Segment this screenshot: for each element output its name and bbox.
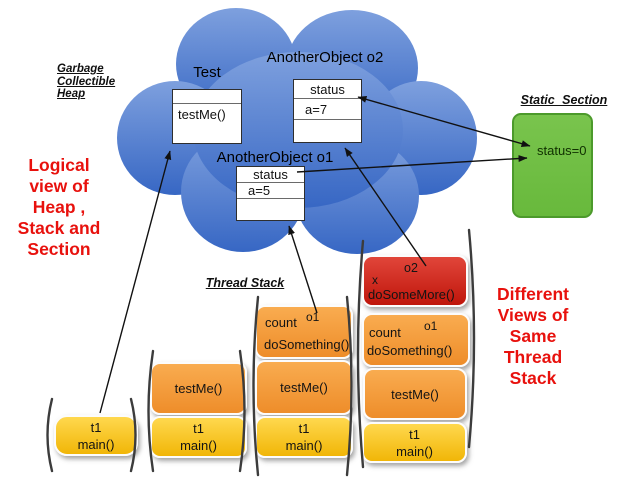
garbage-heap-label-line1: Garbage: [57, 63, 104, 75]
thread-stack-label: Thread Stack: [205, 276, 285, 290]
stack2-main-method: main(): [180, 438, 217, 453]
stack3-dosomething-method: doSomething(): [264, 337, 350, 352]
stack3-o1-ref: o1: [306, 310, 320, 324]
arrow-o2ref-to-o2object: [344, 147, 427, 267]
stack4-main-method: main(): [396, 443, 433, 459]
o1-empty-compartment: [237, 198, 304, 220]
stack4-frame-testme: testMe(): [363, 368, 467, 420]
o1-object-title: AnotherObject o1: [216, 149, 334, 166]
static-section-label: Static Section: [520, 93, 608, 107]
logical-view-note-line2: view of: [29, 176, 89, 196]
stack4-x-var: x: [372, 273, 378, 287]
test-object-box: testMe(): [172, 89, 242, 144]
static-status-value: status=0: [537, 143, 587, 158]
o2-object-title: AnotherObject o2: [266, 49, 384, 66]
stack4-dosomemore-method: doSomeMore(): [368, 287, 455, 302]
stack3-frame-main: t1 main(): [255, 416, 353, 458]
o2-status-field-text: status: [310, 81, 345, 97]
different-views-note-line5: Stack: [509, 368, 557, 388]
stack2-testme-method: testMe(): [174, 381, 223, 396]
stack4-frame-dosomething: count o1 doSomething(): [362, 313, 470, 367]
o1-object-box: status a=5: [236, 166, 305, 221]
o1-status-field-text: status: [253, 167, 288, 182]
garbage-heap-label: Garbage Collectible Heap: [57, 63, 127, 101]
stack1-bracket-left: [46, 397, 54, 473]
stack3-thread-name: t1: [298, 421, 310, 436]
different-views-note-line2: Views of: [497, 305, 569, 325]
stack2-frame-main: t1 main(): [150, 416, 247, 458]
different-views-note: Different Views of Same Thread Stack: [482, 284, 584, 389]
stack1-frame-main: t1 main(): [54, 415, 138, 456]
stack4-frame-main: t1 main(): [362, 422, 467, 463]
stack4-count-var: count: [369, 325, 401, 340]
stack3-main-method: main(): [285, 438, 323, 453]
static-section-box: status=0: [512, 113, 593, 218]
stack3-frame-testme: testMe(): [255, 360, 353, 415]
stack4-testme-method: testMe(): [391, 386, 439, 402]
different-views-note-line3: Same: [509, 326, 557, 346]
stack4-dosomething-method: doSomething(): [367, 343, 453, 358]
test-object-title: Test: [193, 64, 221, 81]
stack2-thread-name: t1: [193, 421, 204, 436]
o1-status-field: status: [237, 167, 304, 182]
different-views-note-line4: Thread: [503, 347, 563, 367]
stack4-o2-ref: o2: [404, 261, 418, 275]
test-object-method: testMe(): [178, 107, 226, 122]
stack4-thread-name: t1: [409, 426, 420, 442]
o1-a-field-text: a=5: [248, 183, 271, 198]
test-object-method-row: testMe(): [173, 103, 241, 143]
logical-view-note-line5: Section: [27, 239, 91, 259]
stack4-frame-dosomemore: x o2 doSomeMore(): [362, 255, 468, 307]
stack1-thread-name: t1: [90, 419, 102, 435]
garbage-heap-label-line3: Heap: [57, 88, 86, 100]
o1-a-field: a=5: [237, 182, 304, 198]
logical-view-note-line3: Heap ,: [32, 197, 86, 217]
o2-a-field: a=7: [294, 98, 361, 119]
arrow-o1ref-to-o1object: [288, 225, 318, 314]
logical-view-note-line4: Stack and: [17, 218, 101, 238]
stack3-testme-method: testMe(): [280, 380, 328, 395]
stack3-frame-dosomething: count o1 doSomething(): [255, 305, 353, 359]
arrow-o2status-to-static: [357, 95, 531, 148]
logical-view-note-line1: Logical: [28, 155, 90, 175]
test-object-empty-compartment: [173, 90, 241, 103]
garbage-heap-label-line2: Collectible: [57, 75, 116, 88]
o2-a-field-text: a=7: [305, 101, 328, 117]
stack1-main-method: main(): [77, 436, 115, 452]
o2-empty-compartment: [294, 119, 361, 142]
logical-view-note: Logical view of Heap , Stack and Section: [5, 155, 113, 260]
stack3-count-var: count: [265, 315, 297, 330]
stack4-o1-ref: o1: [424, 319, 438, 333]
stack2-frame-testme: testMe(): [150, 362, 247, 415]
different-views-note-line1: Different: [497, 284, 569, 304]
o2-status-field: status: [294, 80, 361, 98]
o2-object-box: status a=7: [293, 79, 362, 143]
